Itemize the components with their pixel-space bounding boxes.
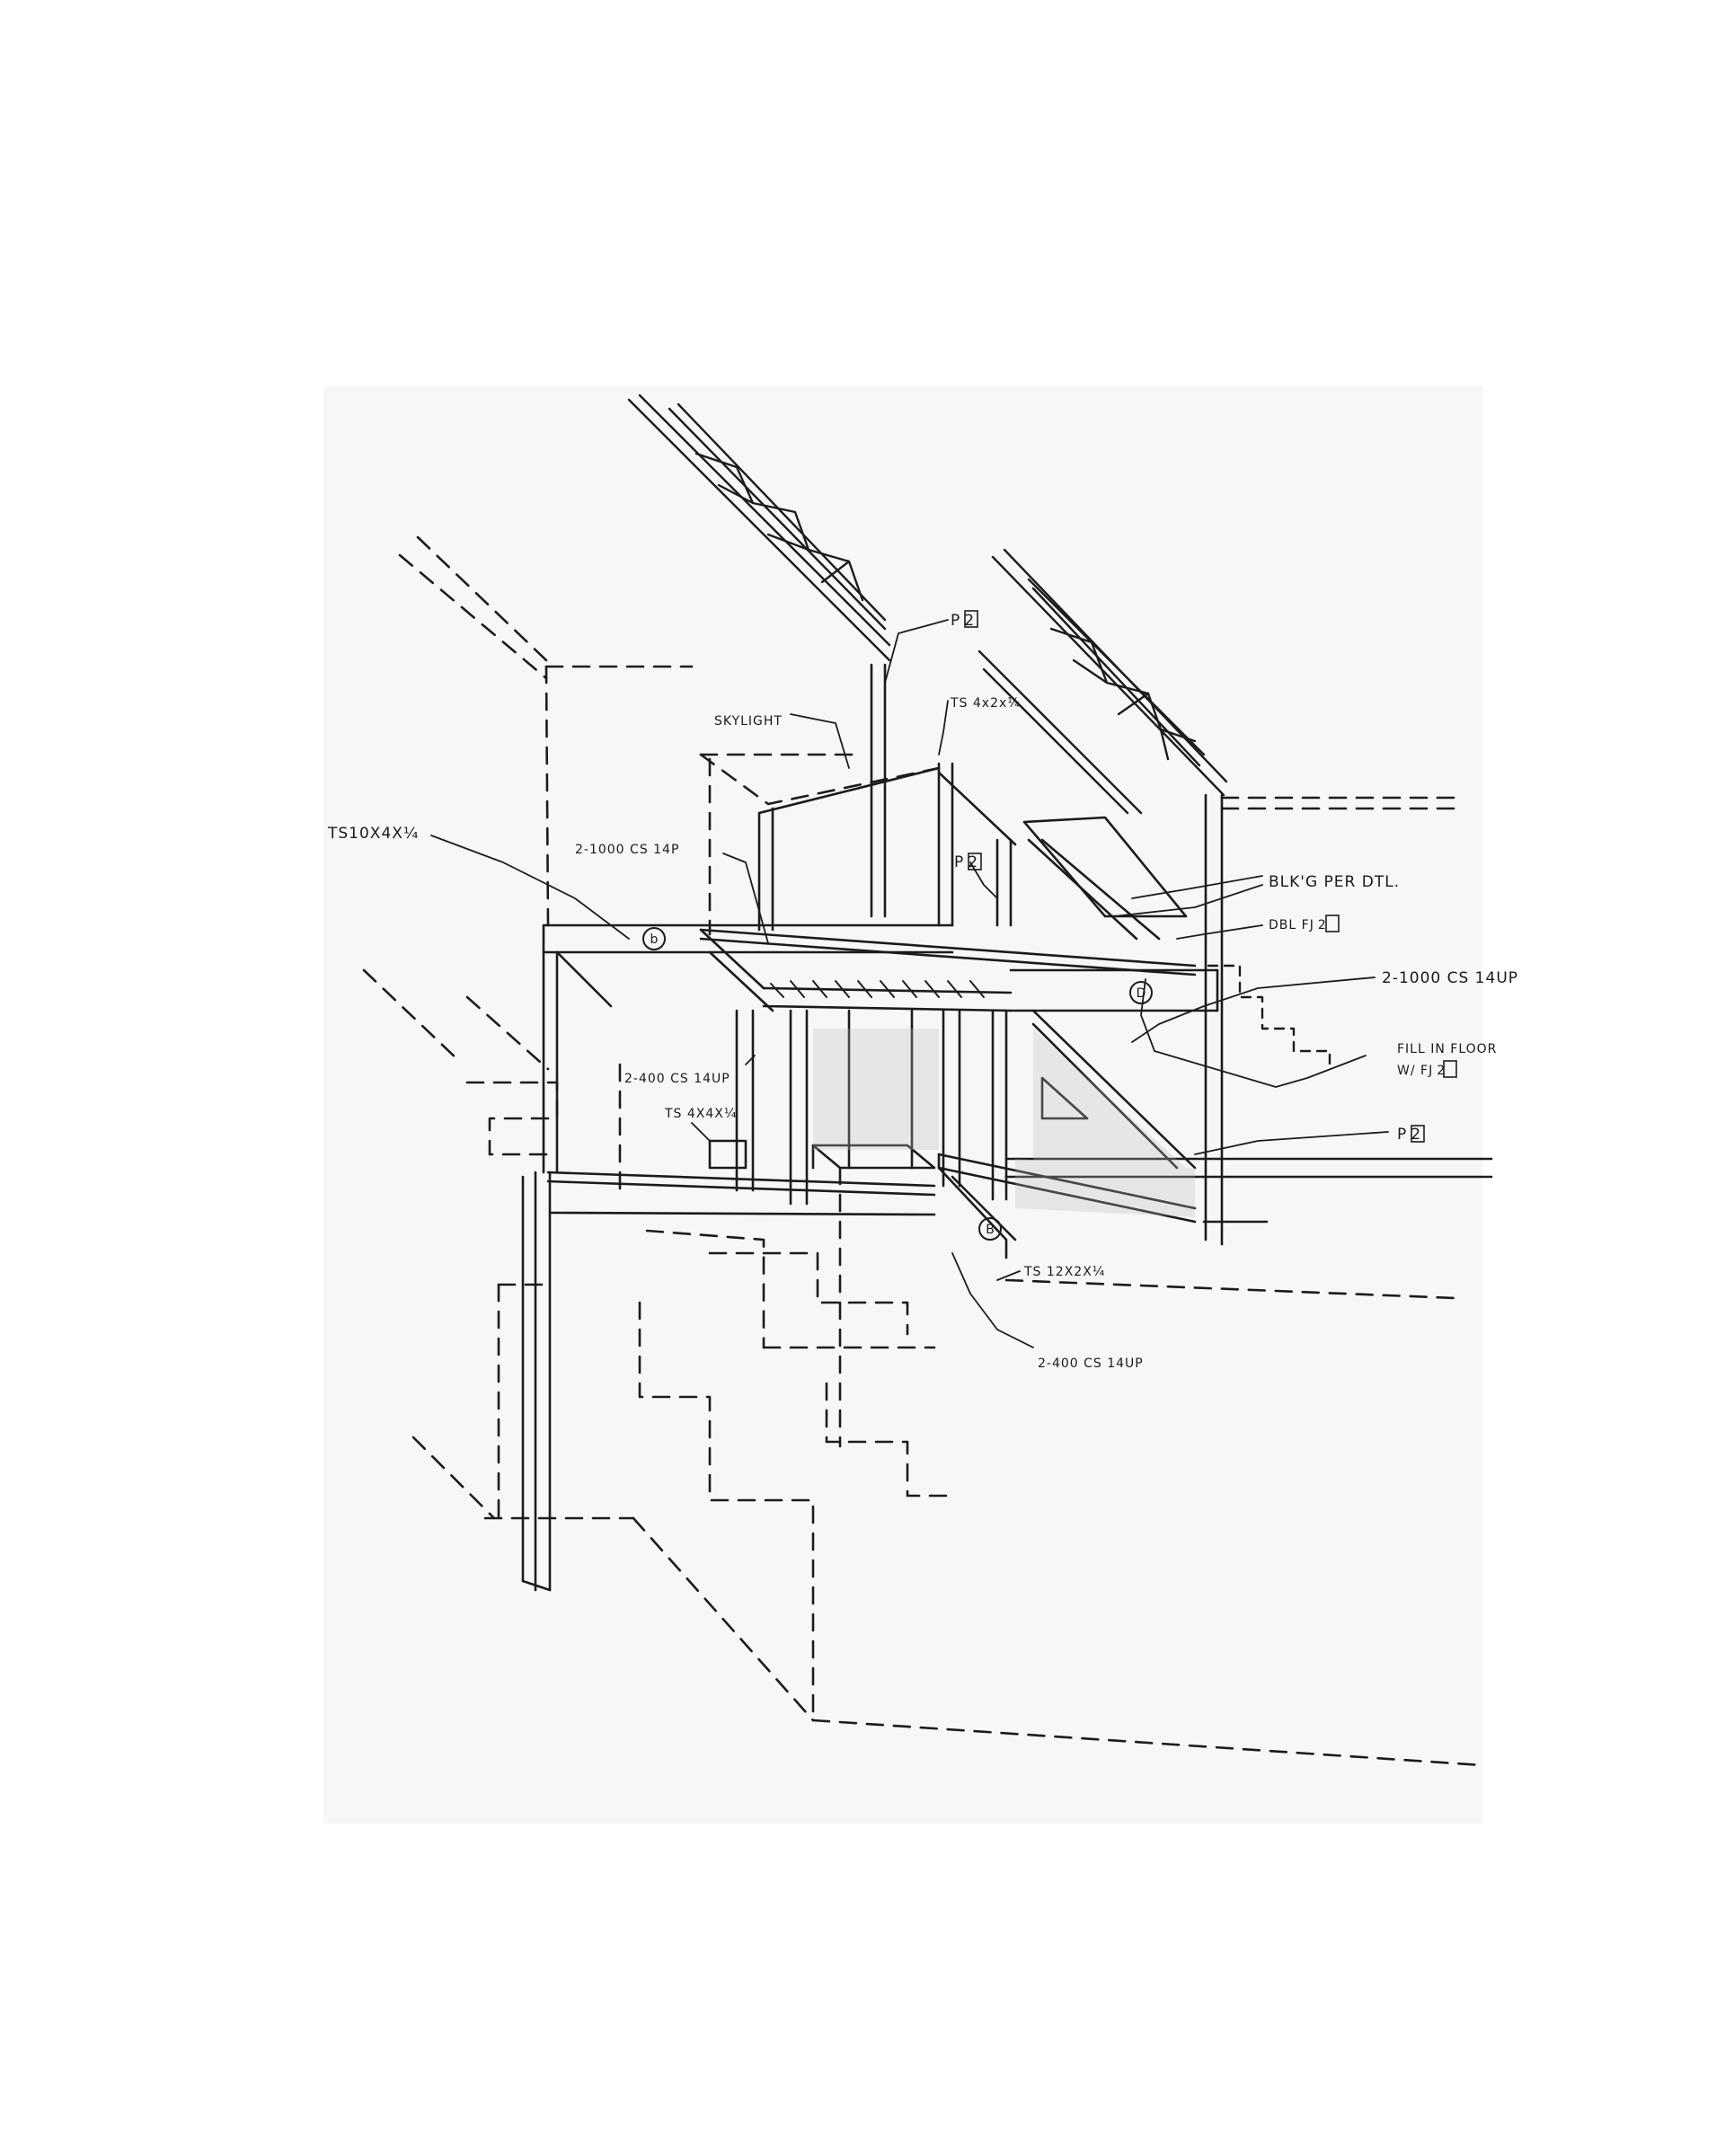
label-cs400-left: 2-400 CS 14UP — [624, 1072, 730, 1086]
grid-tag-b: b — [642, 927, 666, 950]
label-cs1000-upper: 2-1000 CS 14P — [575, 843, 679, 857]
right-stair-dashed — [1207, 964, 1331, 1071]
label-blkg: BLK'G PER DTL. — [1269, 873, 1400, 891]
leader-lines — [430, 619, 1389, 1348]
steel-frame — [521, 663, 1493, 1592]
label-ts10x4: TS10X4X¼ — [327, 825, 419, 843]
label-cs1000-right: 2-1000 CS 14UP — [1382, 969, 1518, 987]
grid-tag-b2: B — [978, 1217, 1002, 1241]
label-ts4x4: TS 4X4X¼ — [664, 1107, 737, 1121]
grid-tag-b-text: b — [650, 932, 659, 947]
label-fill-floor-1: FILL IN FLOOR — [1397, 1042, 1497, 1056]
grid-tag-d: D — [1129, 981, 1153, 1004]
label-cs400-bottom: 2-400 CS 14UP — [1038, 1356, 1144, 1371]
paper-background — [323, 386, 1482, 1824]
shading — [813, 1029, 1195, 1217]
label-skylight: SKYLIGHT — [714, 714, 783, 729]
label-ts12x2: TS 12X2X¼ — [1023, 1265, 1105, 1279]
roof-truss-left — [627, 393, 891, 662]
roof-truss-right — [978, 548, 1228, 815]
label-ts-4x2: TS 4x2x¼ — [950, 696, 1021, 711]
existing-construction-dashed — [362, 535, 1484, 1767]
grid-tag-b2-text: B — [986, 1223, 995, 1237]
grid-tag-d-text: D — [1137, 986, 1146, 1001]
blocking-hatch — [770, 980, 985, 998]
